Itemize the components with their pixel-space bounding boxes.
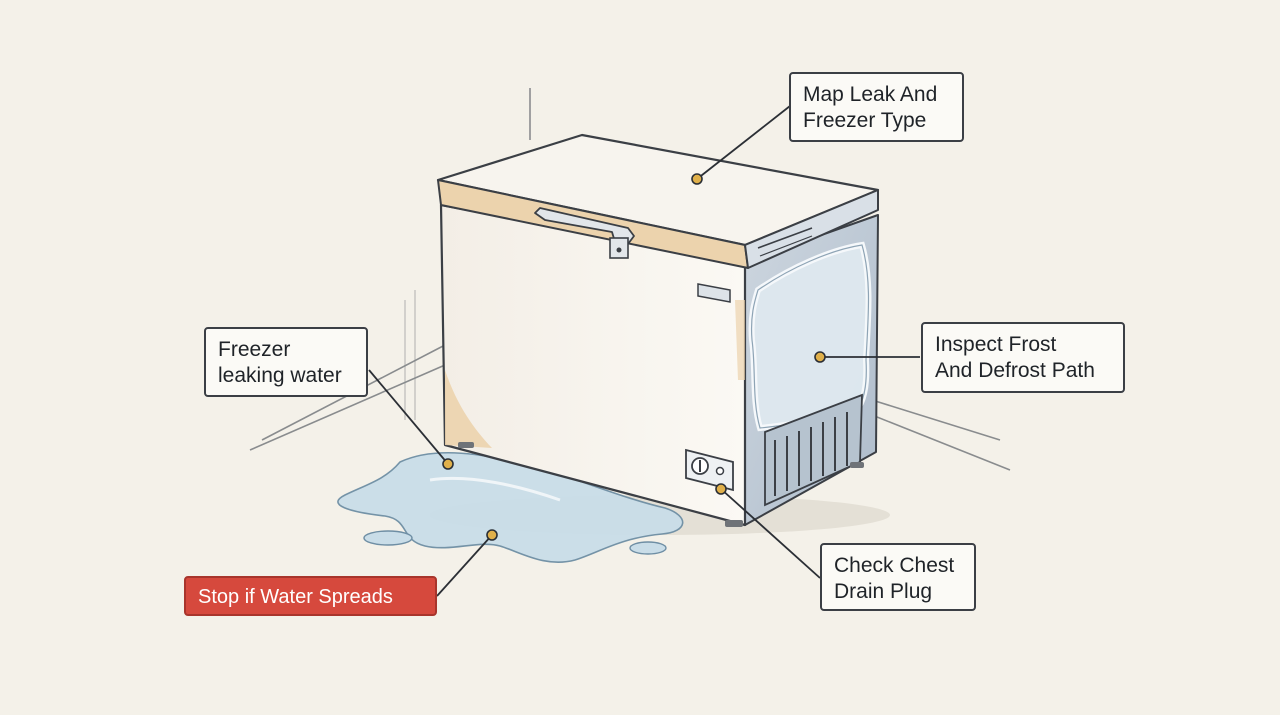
callout-inspect-frost: Inspect Frost And Defrost Path [921,322,1125,393]
callout-map-leak: Map Leak And Freezer Type [789,72,964,142]
vent-grille [764,393,863,507]
room-lines [249,88,1011,471]
thermostat-dial [685,448,734,492]
label-plate [697,283,731,303]
callout-leaking-water: Freezer leaking water [204,327,368,397]
leader-dots [442,173,826,541]
callout-drain-plug: Check Chest Drain Plug [820,543,976,611]
lid-handle [534,207,635,259]
leader-lines [368,105,920,597]
callout-stop-warning: Stop if Water Spreads [184,576,437,616]
